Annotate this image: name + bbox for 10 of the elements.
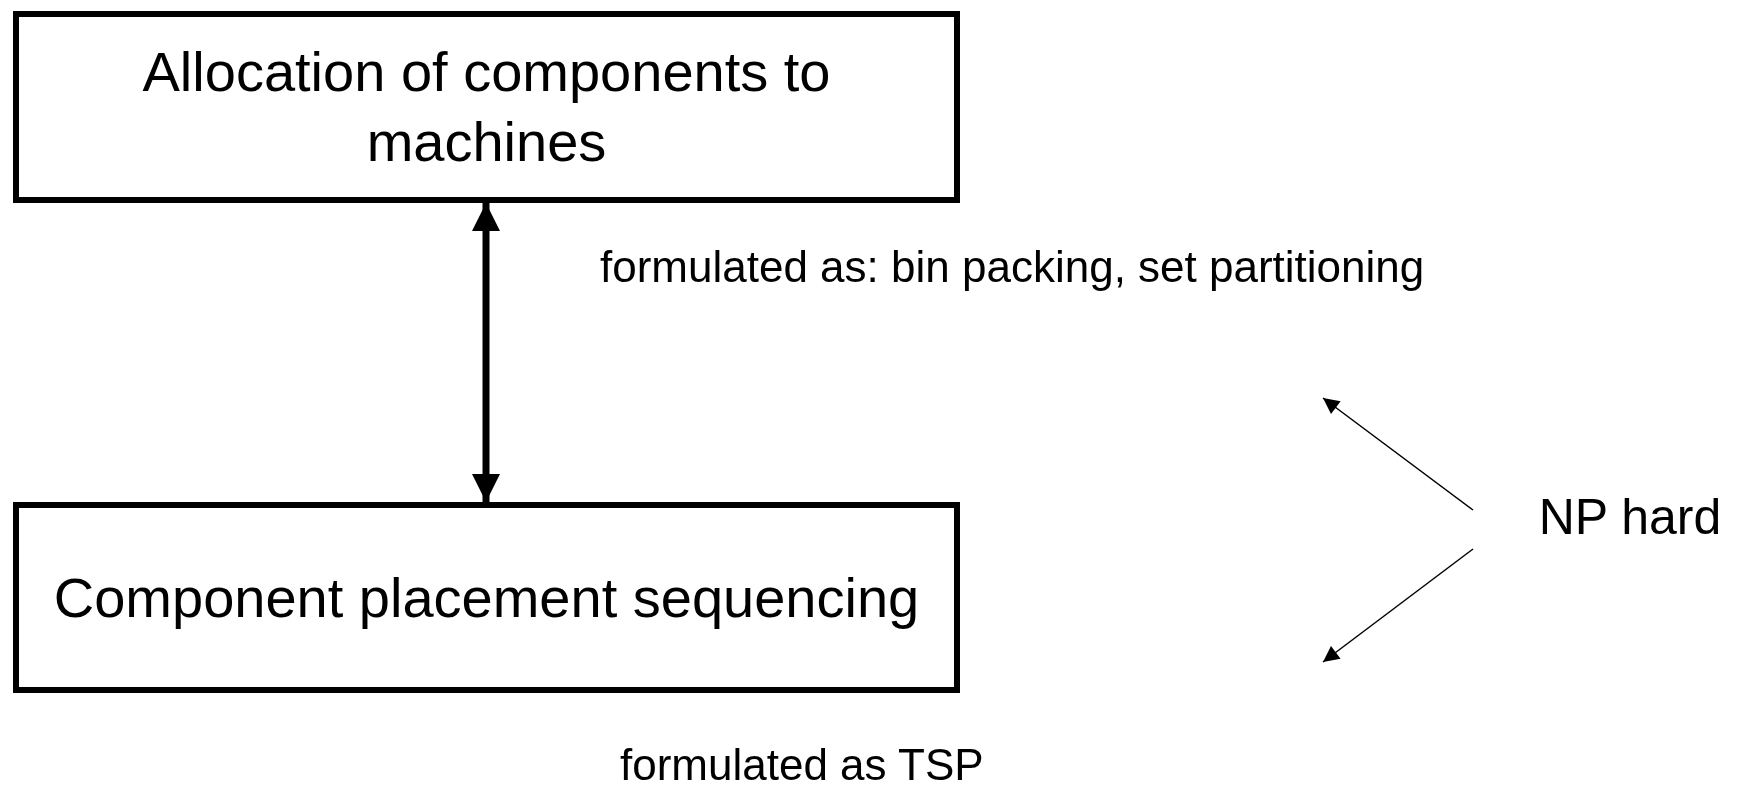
process-box	[13, 502, 960, 693]
annotation-text: formulated as TSP	[620, 740, 984, 790]
note-text: NP hard	[1515, 480, 1745, 554]
box-label: Allocation of components to machines	[141, 39, 832, 175]
process-box	[13, 11, 960, 203]
arrow	[1322, 397, 1474, 511]
arrow	[1322, 548, 1474, 663]
arrow	[472, 203, 500, 502]
annotation-text: formulated as: bin packing, set partitioning	[600, 242, 1425, 292]
box-label: Component placement sequencing	[53, 564, 920, 631]
